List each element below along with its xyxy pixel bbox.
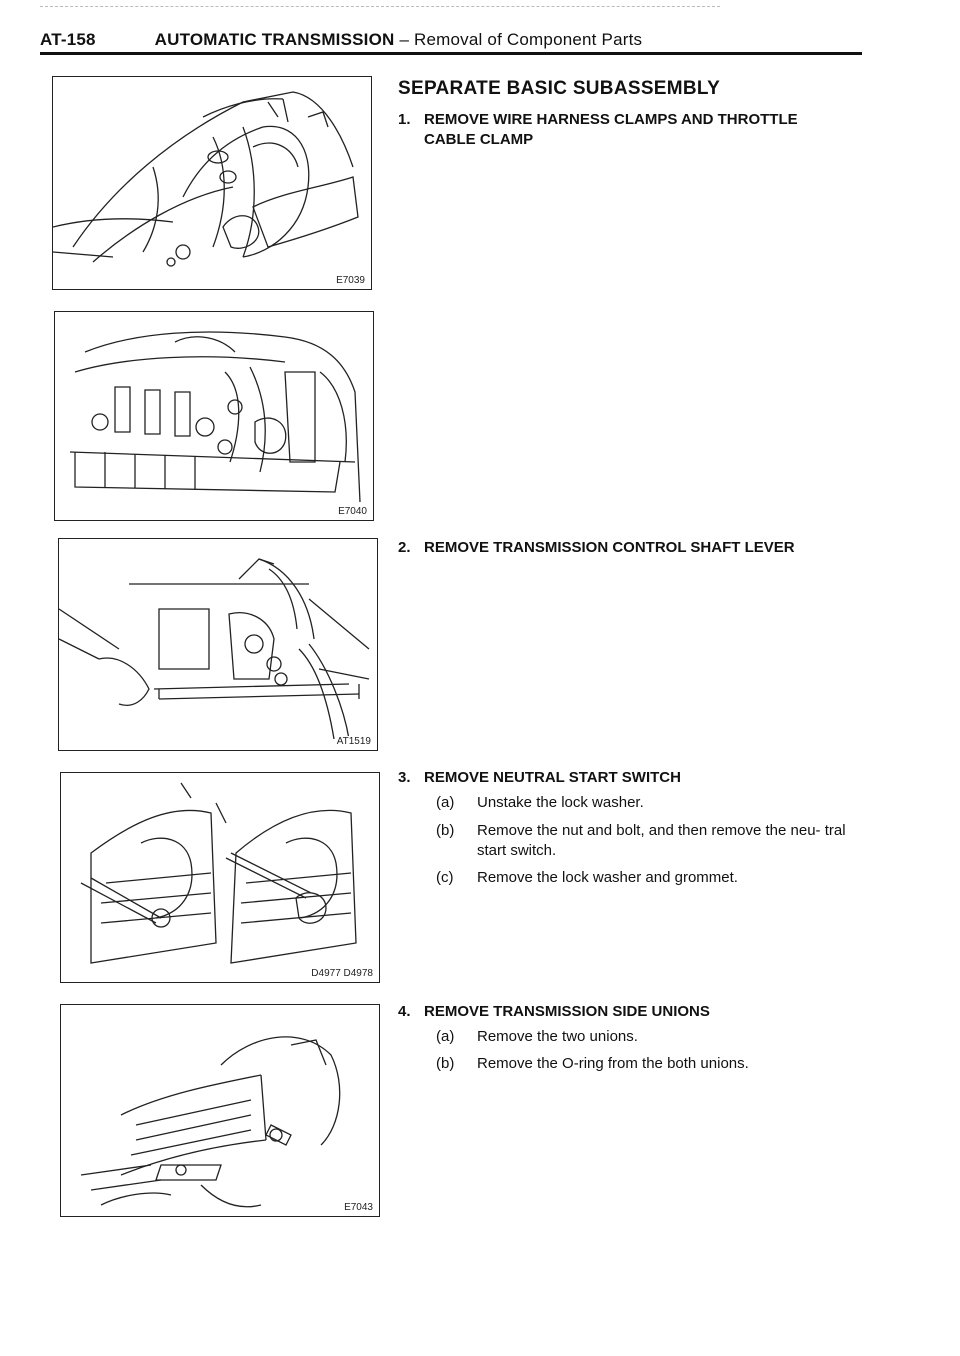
figure-code: AT1519 bbox=[335, 736, 372, 747]
figure-neutral-start-switch: D4977 D4978 bbox=[60, 772, 380, 983]
step-title-line2: CABLE CLAMP bbox=[424, 131, 534, 148]
page-number: AT-158 bbox=[40, 30, 96, 49]
page-header: AT-158 AUTOMATIC TRANSMISSION – Removal … bbox=[40, 30, 642, 50]
switch-drawing bbox=[80, 782, 357, 964]
step-title: REMOVE TRANSMISSION CONTROL SHAFT LEVER bbox=[424, 539, 795, 556]
sub-item-text: Remove the O-ring from the both unions. bbox=[477, 1055, 749, 1072]
sub-item-text: Remove the nut and bolt, and then remove… bbox=[477, 822, 846, 859]
figure-side-unions: E7043 bbox=[60, 1004, 380, 1217]
sub-item: (b) Remove the nut and bolt, and then re… bbox=[436, 821, 876, 861]
step-number: 3. bbox=[398, 769, 411, 786]
step-3: 3. REMOVE NEUTRAL START SWITCH bbox=[398, 768, 681, 788]
step-2: 2. REMOVE TRANSMISSION CONTROL SHAFT LEVE… bbox=[398, 538, 795, 558]
sub-item-key: (b) bbox=[436, 1055, 455, 1072]
transmission-drawing bbox=[53, 91, 359, 267]
header-rule bbox=[40, 52, 862, 55]
sub-item-text: Remove the two unions. bbox=[477, 1028, 638, 1045]
section-title: AUTOMATIC TRANSMISSION bbox=[154, 30, 395, 49]
unions-drawing bbox=[80, 1036, 341, 1208]
sub-item: (a) Remove the two unions. bbox=[436, 1027, 876, 1047]
sub-item-text: Unstake the lock washer. bbox=[477, 794, 644, 811]
step-4: 4. REMOVE TRANSMISSION SIDE UNIONS bbox=[398, 1002, 710, 1022]
sub-item-key: (a) bbox=[436, 1028, 455, 1045]
sub-item-key: (b) bbox=[436, 822, 455, 839]
figure-code: E7043 bbox=[343, 1202, 374, 1213]
sub-item: (a) Unstake the lock washer. bbox=[436, 793, 876, 813]
figure-code: E7039 bbox=[335, 275, 366, 286]
step-number: 2. bbox=[398, 539, 411, 556]
sub-item-text: Remove the lock washer and grommet. bbox=[477, 869, 738, 886]
sub-item-key: (c) bbox=[436, 869, 454, 886]
scan-top-line bbox=[40, 6, 720, 7]
figure-control-shaft-lever: AT1519 bbox=[58, 538, 378, 751]
step-title-line1: REMOVE WIRE HARNESS CLAMPS AND THROTTLE bbox=[424, 111, 798, 128]
section-heading: SEPARATE BASIC SUBASSEMBLY bbox=[398, 78, 721, 99]
figure-code: D4977 D4978 bbox=[310, 968, 374, 979]
figure-transmission-side-view: E7040 bbox=[54, 311, 374, 521]
step-number: 1. bbox=[398, 111, 411, 128]
step-title: REMOVE NEUTRAL START SWITCH bbox=[424, 769, 681, 786]
step-1: 1. REMOVE WIRE HARNESS CLAMPS AND THROTTL… bbox=[398, 110, 798, 150]
step-title: REMOVE TRANSMISSION SIDE UNIONS bbox=[424, 1003, 710, 1020]
sub-item: (c) Remove the lock washer and grommet. bbox=[436, 868, 876, 888]
step-number: 4. bbox=[398, 1003, 411, 1020]
section-subtitle: – Removal of Component Parts bbox=[394, 30, 643, 49]
figure-wire-harness-clamps: E7039 bbox=[52, 76, 372, 290]
figure-code: E7040 bbox=[337, 506, 368, 517]
lever-drawing bbox=[59, 558, 370, 740]
sub-item: (b) Remove the O-ring from the both unio… bbox=[436, 1054, 876, 1074]
sub-item-key: (a) bbox=[436, 794, 455, 811]
transmission-drawing bbox=[69, 331, 361, 503]
